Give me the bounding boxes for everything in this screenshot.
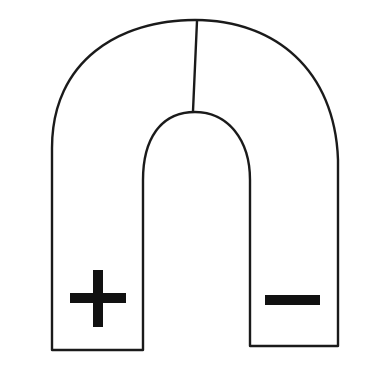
magnet-center-divider [193,21,197,111]
positive-pole-symbol [70,270,126,327]
negative-pole-label: − [292,314,293,316]
negative-pole-symbol [265,295,320,305]
